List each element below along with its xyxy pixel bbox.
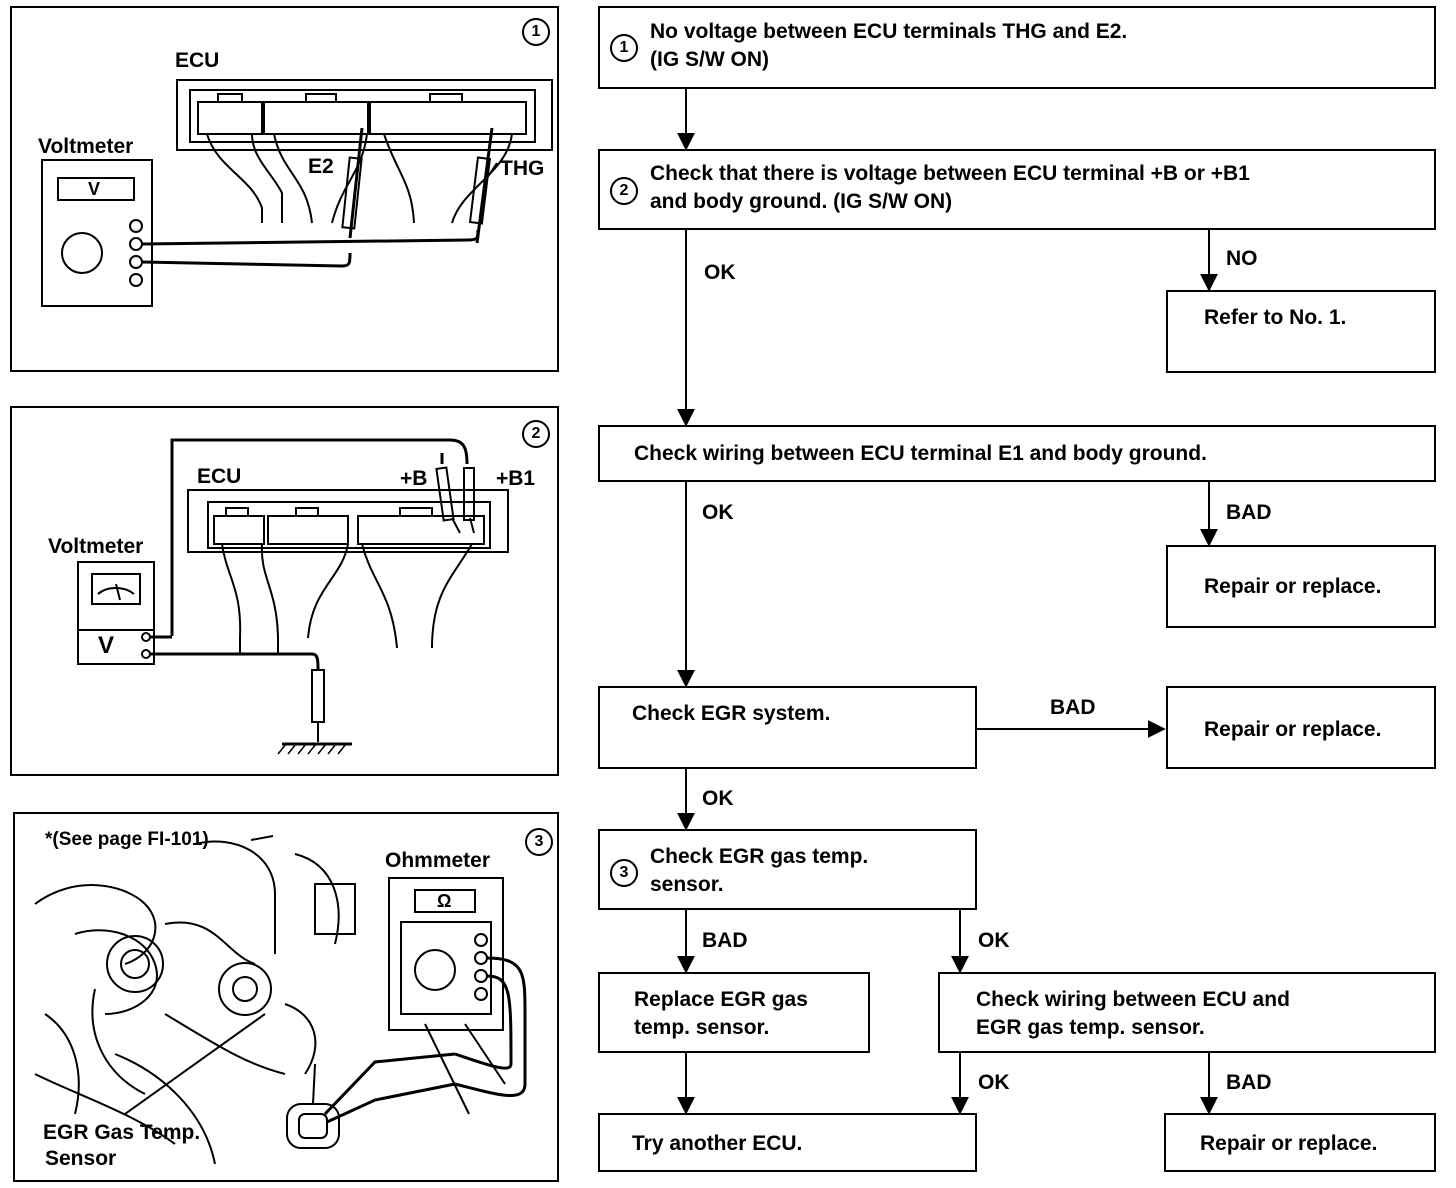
step-number-1-circle: 1 xyxy=(522,18,550,46)
e2-terminal-label: E2 xyxy=(308,155,334,178)
ecu-label: ECU xyxy=(175,49,220,72)
illustration-panel-1: 1 ECU Voltmeter V E2 THG xyxy=(10,6,559,372)
step-box-text: Try another ECU. xyxy=(632,1132,803,1155)
step-box-check-e1-wiring: Check wiring between ECU terminal E1 and… xyxy=(598,425,1436,482)
step-box-check-egr-system: Check EGR system. xyxy=(598,686,977,769)
bad-label-box3: BAD xyxy=(1226,501,1272,524)
result-box-repair-3: Repair or replace. xyxy=(1164,1113,1436,1172)
step-box-text: Check wiring between ECU and EGR gas tem… xyxy=(976,986,1290,1042)
step-number-3-circle: 3 xyxy=(610,859,638,887)
step-box-text: Check wiring between ECU terminal E1 and… xyxy=(634,442,1207,465)
voltmeter-label: Voltmeter xyxy=(38,135,134,158)
step-number-1-circle: 1 xyxy=(610,34,638,62)
step-box-line-2: (IG S/W ON) xyxy=(650,48,769,71)
result-box-repair-2: Repair or replace. xyxy=(1166,686,1436,769)
thg-terminal-label: THG xyxy=(500,157,545,180)
result-box-repair-1: Repair or replace. xyxy=(1166,545,1436,628)
b1-terminal-label: +B1 xyxy=(496,467,536,490)
step-box-line-1: No voltage between ECU terminals THG and… xyxy=(650,20,1128,43)
step-box-text: No voltage between ECU terminals THG and… xyxy=(650,18,1127,74)
repair-text: Repair or replace. xyxy=(1204,575,1382,598)
b-terminal-label: +B xyxy=(400,467,428,490)
ohmmeter-engine-illustration xyxy=(34,835,527,1165)
ok-label-box5: OK xyxy=(978,929,1010,952)
step-box-replace-sensor: Replace EGR gas temp. sensor. xyxy=(598,972,870,1053)
egr-sensor-label-line-1: EGR Gas Temp. xyxy=(43,1121,201,1144)
step-box-no-voltage: 1 No voltage between ECU terminals THG a… xyxy=(598,6,1436,89)
see-page-note: *(See page FI-101) xyxy=(45,829,209,850)
ohmmeter-face-label: Ω xyxy=(437,891,452,911)
step-box-check-sensor-wiring: Check wiring between ECU and EGR gas tem… xyxy=(938,972,1436,1053)
voltmeter-label: Voltmeter xyxy=(48,535,144,558)
step-box-line-1: Check that there is voltage between ECU … xyxy=(650,162,1250,185)
step-box-check-voltage-b: 2 Check that there is voltage between EC… xyxy=(598,149,1436,230)
step-box-text: Check EGR gas temp. sensor. xyxy=(650,843,868,899)
bad-label-wiring: BAD xyxy=(1226,1071,1272,1094)
voltmeter-ecu-illustration-1 xyxy=(41,79,553,307)
bad-label-box4: BAD xyxy=(1050,696,1096,719)
refer-text: Refer to No. 1. xyxy=(1204,306,1347,329)
step-box-line-1: Check EGR gas temp. xyxy=(650,845,869,868)
step-box-line-2: sensor. xyxy=(650,873,724,896)
step-number-2-circle: 2 xyxy=(610,177,638,205)
ecu-label: ECU xyxy=(197,465,242,488)
repair-text: Repair or replace. xyxy=(1204,718,1382,741)
step-box-line-1: Replace EGR gas xyxy=(634,988,808,1011)
no-label-box2: NO xyxy=(1226,247,1258,270)
step-box-try-another-ecu: Try another ECU. xyxy=(598,1113,977,1172)
step-box-line-2: temp. sensor. xyxy=(634,1016,770,1039)
voltmeter-ecu-illustration-2 xyxy=(77,438,509,755)
ok-label-wiring: OK xyxy=(978,1071,1010,1094)
step-box-text: Check EGR system. xyxy=(632,702,831,725)
repair-text: Repair or replace. xyxy=(1200,1132,1378,1155)
step-box-line-1: Check wiring between ECU and xyxy=(976,988,1290,1011)
egr-sensor-label-line-2: Sensor xyxy=(45,1147,117,1170)
step-number-2-circle: 2 xyxy=(522,420,550,448)
ohmmeter-label: Ohmmeter xyxy=(385,849,491,872)
step-box-line-2: and body ground. (IG S/W ON) xyxy=(650,190,953,213)
result-box-refer: Refer to No. 1. xyxy=(1166,290,1436,373)
step-box-line-2: EGR gas temp. sensor. xyxy=(976,1016,1205,1039)
step-number-3-circle: 3 xyxy=(525,828,553,856)
illustration-panel-3: *(See page FI-101) 3 Ohmmeter Ω EGR Gas … xyxy=(13,812,559,1182)
step-box-text: Replace EGR gas temp. sensor. xyxy=(634,986,808,1042)
ok-label-box3: OK xyxy=(702,501,734,524)
ok-label-box4: OK xyxy=(702,787,734,810)
ok-label-box2: OK xyxy=(704,261,736,284)
step-box-check-egr-sensor: 3 Check EGR gas temp. sensor. xyxy=(598,829,977,910)
voltmeter-face-label: V xyxy=(98,632,115,659)
step-box-text: Check that there is voltage between ECU … xyxy=(650,160,1250,216)
illustration-panel-2: 2 ECU Voltmeter V +B +B1 xyxy=(10,406,559,776)
voltmeter-face-label: V xyxy=(88,179,101,199)
bad-label-box5: BAD xyxy=(702,929,748,952)
